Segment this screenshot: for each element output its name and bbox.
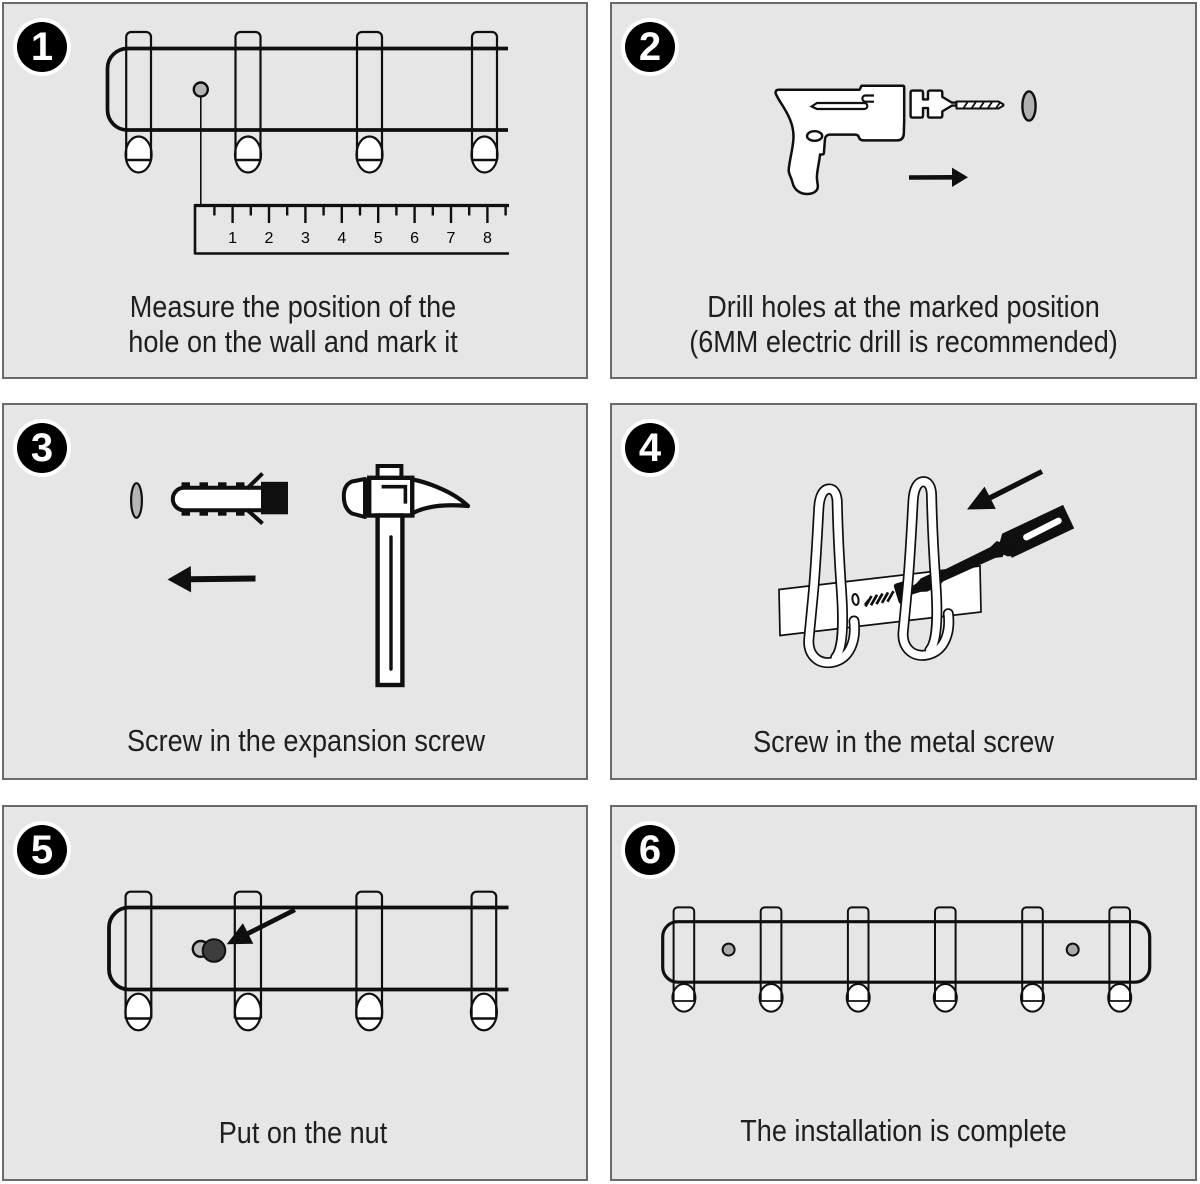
svg-text:7: 7 <box>447 230 456 247</box>
svg-text:8: 8 <box>483 230 492 247</box>
svg-text:6: 6 <box>410 230 419 247</box>
svg-text:4: 4 <box>337 230 346 247</box>
svg-text:5: 5 <box>374 230 383 247</box>
svg-text:3: 3 <box>301 230 310 247</box>
svg-text:2: 2 <box>265 230 274 247</box>
svg-text:1: 1 <box>228 230 237 247</box>
